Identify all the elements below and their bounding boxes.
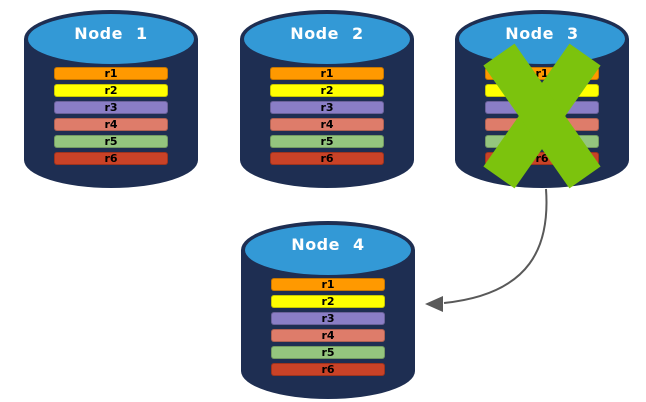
replica-row-r3: r3 [270, 101, 384, 114]
replica-row-r4: r4 [54, 118, 168, 131]
replica-row-r4: r4 [270, 118, 384, 131]
replica-row-r6: r6 [54, 152, 168, 165]
node-title: Node 2 [290, 24, 364, 43]
replica-row-r2: r2 [54, 84, 168, 97]
replica-row-r2: r2 [270, 84, 384, 97]
node-4: Node 4 r1 r2 r3 r4 r5 r6 [240, 219, 416, 401]
x-icon [454, 8, 630, 190]
node-title: Node 1 [74, 24, 148, 43]
replica-row-r5: r5 [271, 346, 385, 359]
replica-list: r1 r2 r3 r4 r5 r6 [270, 67, 384, 169]
node-1: Node 1 r1 r2 r3 r4 r5 r6 [23, 8, 199, 190]
replica-row-r6: r6 [270, 152, 384, 165]
replica-row-r5: r5 [54, 135, 168, 148]
replica-row-r2: r2 [271, 295, 385, 308]
node-3: Node 3 r1 r2 r3 r4 r5 r6 [454, 8, 630, 190]
replica-row-r1: r1 [271, 278, 385, 291]
replica-row-r1: r1 [54, 67, 168, 80]
replica-list: r1 r2 r3 r4 r5 r6 [54, 67, 168, 169]
node-title: Node 3 [505, 24, 579, 43]
replica-row-r3: r3 [271, 312, 385, 325]
replica-row-r1: r1 [270, 67, 384, 80]
replica-list: r1 r2 r3 r4 r5 r6 [271, 278, 385, 380]
node-2: Node 2 r1 r2 r3 r4 r5 r6 [239, 8, 415, 190]
replica-row-r4: r4 [271, 329, 385, 342]
replica-row-r6: r6 [271, 363, 385, 376]
node-title: Node 4 [291, 235, 365, 254]
replica-row-r5: r5 [270, 135, 384, 148]
replica-row-r3: r3 [54, 101, 168, 114]
